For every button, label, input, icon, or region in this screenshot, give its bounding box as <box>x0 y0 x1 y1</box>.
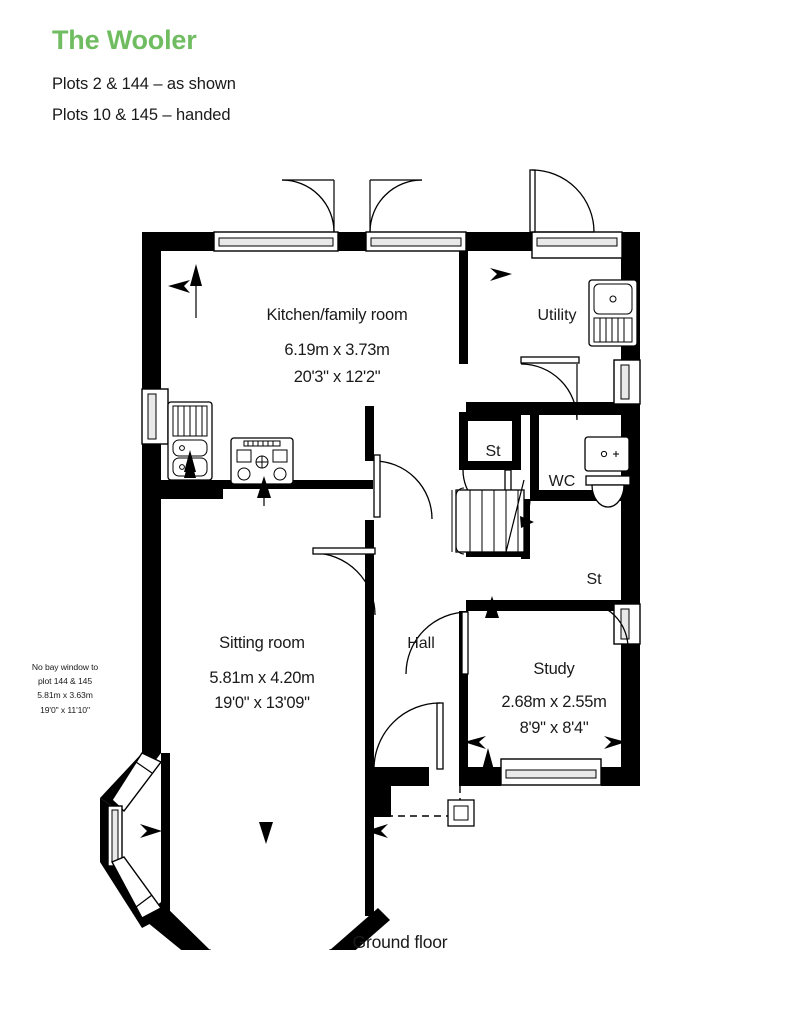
room-dim-imperial-sitting: 19'0" x 13'09" <box>214 694 310 712</box>
room-label-store-1: St <box>485 443 501 460</box>
page-title: The Wooler <box>52 25 197 55</box>
room-label-wc: WC <box>549 473 576 490</box>
bay-outline <box>161 753 390 950</box>
room-dim-imperial-study: 8'9" x 8'4" <box>520 719 589 737</box>
room-label-sitting: Sitting room <box>219 634 305 652</box>
door-kitchen-hall <box>373 454 433 520</box>
doors <box>281 169 629 770</box>
door-store-2 <box>581 601 629 649</box>
door-study <box>405 611 469 675</box>
door-front-entrance <box>373 702 444 770</box>
door-sitting-hall <box>312 547 376 616</box>
window-study-bottom <box>500 758 602 786</box>
bay-note-line-3: 5.81m x 3.63m <box>37 690 93 701</box>
room-dim-metric-kitchen: 6.19m x 3.73m <box>284 341 389 359</box>
exterior-walls <box>142 232 640 817</box>
room-label-store-2: St <box>586 571 602 588</box>
plots-as-shown-text: Plots 2 & 144 – as shown <box>52 74 236 93</box>
utility-sink <box>588 279 638 347</box>
window-kitchen-left <box>141 388 169 445</box>
wc-toilet <box>585 475 631 508</box>
room-label-study: Study <box>533 660 575 678</box>
room-label-hall: Hall <box>407 635 435 652</box>
header: The Wooler Plots 2 & 144 – as shown Plot… <box>52 25 472 135</box>
door-kitchen-french-left <box>281 179 335 233</box>
room-dim-imperial-kitchen: 20'3" x 12'2" <box>294 368 381 386</box>
window-bay-sitting-room <box>107 752 163 919</box>
window-utility-right <box>613 359 641 405</box>
wc-basin <box>584 436 630 472</box>
floorplan-drawing: Kitchen/family room 6.19m x 3.73m 20'3" … <box>0 150 800 950</box>
room-dim-metric-sitting: 5.81m x 4.20m <box>209 669 314 687</box>
door-utility-external <box>529 169 595 233</box>
floor-caption: Ground floor <box>352 932 448 952</box>
kitchen-sink <box>167 401 213 481</box>
window-kitchen-frenchdoor-right <box>365 231 467 252</box>
bay-window-note: No bay window to plot 144 & 145 5.81m x … <box>10 660 120 717</box>
room-label-utility: Utility <box>537 307 576 324</box>
room-dim-metric-study: 2.68m x 2.55m <box>501 693 606 711</box>
hob <box>230 437 294 485</box>
staircase <box>451 479 534 555</box>
windows <box>107 231 641 950</box>
view-arrows <box>140 264 626 844</box>
door-utility-internal <box>520 356 580 421</box>
bay-note-line-1: No bay window to <box>31 662 99 672</box>
plots-handed-text: Plots 10 & 145 – handed <box>52 106 231 125</box>
bay-note-line-2: plot 144 & 145 <box>37 676 93 687</box>
window-utility-top <box>531 231 623 259</box>
porch-canopy <box>374 786 475 827</box>
door-kitchen-french-right <box>369 179 423 233</box>
window-kitchen-frenchdoor-left <box>213 231 339 252</box>
room-label-kitchen: Kitchen/family room <box>266 306 407 324</box>
bay-note-line-4: 19'0" x 11'10" <box>40 704 90 715</box>
room-labels: Kitchen/family room 6.19m x 3.73m 20'3" … <box>209 306 607 737</box>
